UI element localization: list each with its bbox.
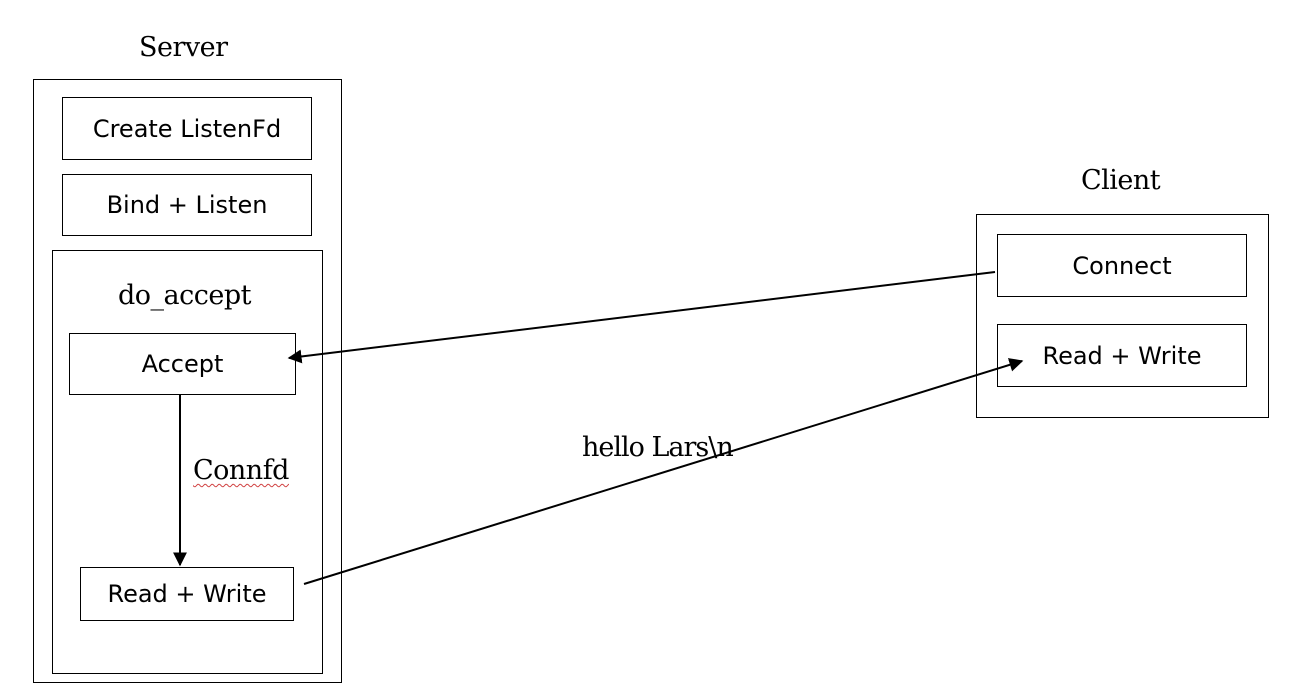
client-container — [976, 214, 1269, 418]
connect-box: Connect — [997, 234, 1247, 297]
connfd-label: Connfd — [193, 455, 289, 486]
bind-listen-box: Bind + Listen — [62, 174, 312, 236]
create-listenfd-box: Create ListenFd — [62, 97, 312, 160]
accept-box: Accept — [69, 333, 296, 395]
connect-to-accept-arrow — [287, 271, 996, 364]
connfd-text: Connfd — [193, 455, 289, 486]
do-accept-container — [52, 250, 323, 674]
server-title: Server — [139, 32, 228, 63]
client-title: Client — [1081, 165, 1161, 196]
server-read-write-box: Read + Write — [80, 567, 294, 621]
server-container — [33, 79, 342, 683]
client-read-write-box: Read + Write — [997, 324, 1247, 387]
do-accept-title: do_accept — [118, 280, 252, 311]
server-to-client-message-arrow — [303, 358, 1024, 585]
